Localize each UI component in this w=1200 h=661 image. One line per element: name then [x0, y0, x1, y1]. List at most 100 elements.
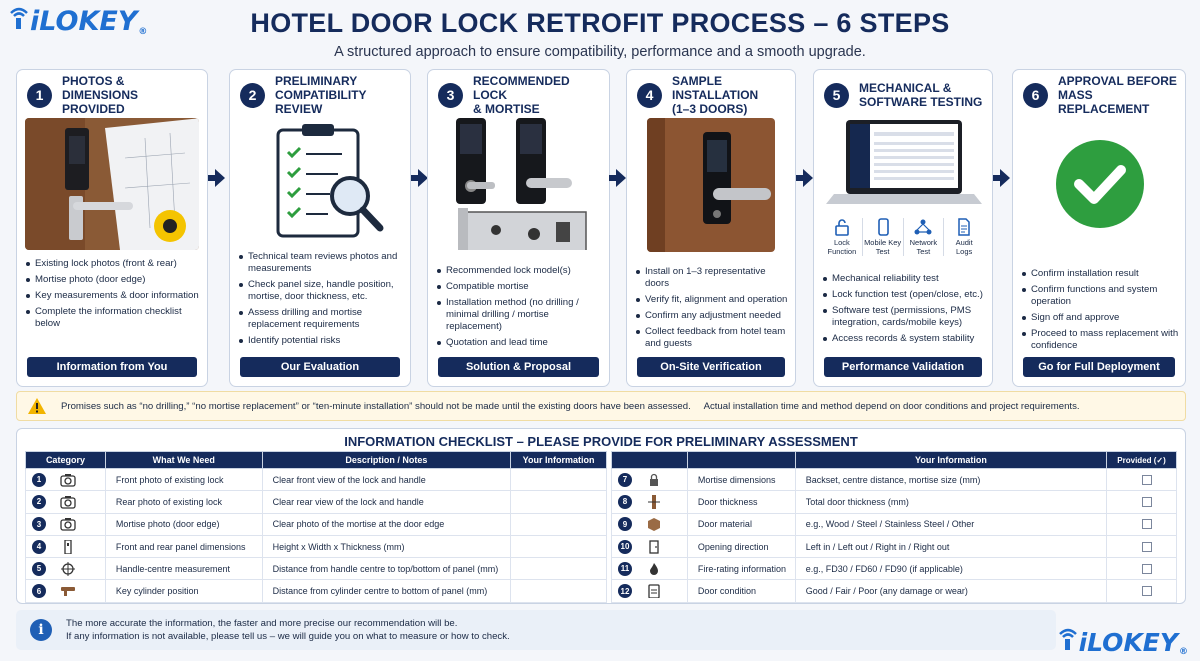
info-line-1: The more accurate the information, the f…: [66, 618, 458, 629]
wifi-wave-icon: [8, 4, 30, 37]
step-button-deployment[interactable]: Go for Full Deployment: [1023, 357, 1175, 377]
step-bullets: Mechanical reliability test Lock functio…: [822, 273, 986, 349]
arrow-right-icon: [796, 169, 813, 187]
your-information-field[interactable]: [510, 557, 607, 581]
clipboard-magnifier-icon: [238, 118, 402, 250]
provided-checkbox[interactable]: [1141, 541, 1152, 552]
info-line-2: If any information is not available, ple…: [66, 631, 510, 642]
provided-checkbox[interactable]: [1141, 519, 1152, 530]
your-information-field[interactable]: [510, 534, 607, 559]
step-number: 1: [27, 82, 52, 108]
provided-checkbox[interactable]: [1141, 586, 1152, 597]
step-button-information[interactable]: Information from You: [27, 357, 197, 377]
arrow-right-icon: [993, 169, 1010, 187]
step-bullets: Confirm installation result Confirm func…: [1021, 268, 1179, 356]
information-checklist: INFORMATION CHECKLIST – PLEASE PROVIDE F…: [16, 428, 1186, 604]
step-bullets: Install on 1–3 representative doors Veri…: [635, 266, 789, 354]
crosshair-icon: [61, 561, 75, 576]
installed-lock-photo-image: [647, 118, 775, 252]
brand-logo-text: iLOKEY: [1078, 628, 1178, 657]
step-number: 2: [240, 82, 265, 108]
document-icon: [958, 218, 970, 236]
step-button-evaluation[interactable]: Our Evaluation: [240, 357, 400, 377]
provided-checkbox[interactable]: [1141, 563, 1152, 574]
brand-logo-top: iLOKEY®: [8, 4, 147, 37]
step-title: RECOMMENDED LOCK& MORTISE: [473, 74, 570, 116]
table-row: 3 Mortise photo (door edge)Clear photo o…: [25, 512, 607, 536]
step-button-verification[interactable]: On-Site Verification: [637, 357, 785, 377]
panel-icon: [64, 539, 72, 554]
camera-icon: [60, 518, 76, 531]
provided-checkbox-cell: [1106, 512, 1177, 536]
lock-icon: [835, 219, 849, 236]
provided-checkbox-cell: [1106, 534, 1177, 559]
step-number: 5: [824, 82, 849, 108]
brand-logo-text: iLOKEY: [30, 6, 138, 37]
step-button-performance[interactable]: Performance Validation: [824, 357, 982, 377]
step-title: MECHANICAL &SOFTWARE TESTING: [859, 81, 983, 109]
arrow-right-icon: [411, 169, 428, 187]
step-number: 6: [1023, 82, 1048, 108]
provided-checkbox-cell: [1106, 467, 1177, 492]
lock-photo-image: [25, 118, 199, 250]
provided-checkbox-cell: [1106, 579, 1177, 603]
provided-checkbox[interactable]: [1141, 496, 1152, 507]
material-icon: [648, 518, 660, 532]
your-information-field[interactable]: [510, 490, 607, 514]
checklist-table-left: Category What We Need Description / Note…: [25, 451, 607, 603]
your-information-field[interactable]: [510, 579, 607, 603]
step-bullets: Recommended lock model(s) Compatible mor…: [436, 265, 603, 353]
step-card-4: 4 SAMPLE INSTALLATION(1–3 DOORS) Install…: [626, 69, 796, 387]
step-button-solution[interactable]: Solution & Proposal: [438, 357, 599, 377]
step-bullets: Existing lock photos (front & rear) Mort…: [25, 258, 201, 334]
your-information-field[interactable]: [510, 467, 607, 492]
door-icon: [649, 539, 659, 554]
step-bullets: Technical team reviews photos and measur…: [238, 251, 404, 351]
network-icon: [914, 219, 932, 235]
page-title: HOTEL DOOR LOCK RETROFIT PROCESS – 6 STE…: [250, 8, 950, 38]
door-thickness-icon: [648, 494, 660, 509]
wifi-wave-icon: [1057, 625, 1079, 657]
page-subtitle: A structured approach to ensure compatib…: [334, 44, 866, 60]
key-icon: [61, 587, 75, 597]
fire-icon: [650, 562, 658, 575]
your-information-field[interactable]: [510, 512, 607, 536]
info-icon: i: [30, 619, 52, 641]
warning-icon: [28, 398, 46, 414]
camera-icon: [60, 473, 76, 487]
step-number: 3: [438, 82, 463, 108]
step-title: SAMPLE INSTALLATION(1–3 DOORS): [672, 74, 759, 116]
warning-notice: Promises such as “no drilling,” “no mort…: [16, 391, 1186, 421]
arrow-right-icon: [609, 169, 626, 187]
notice-text: Promises such as “no drilling,” “no mort…: [61, 400, 1080, 412]
clipboard-icon: [648, 584, 660, 599]
info-footer: i The more accurate the information, the…: [16, 610, 1056, 650]
arrow-right-icon: [208, 169, 225, 187]
brand-logo-bottom: iLOKEY®: [1057, 625, 1188, 657]
provided-checkbox-cell: [1106, 557, 1177, 581]
camera-icon: [60, 495, 76, 509]
laptop-software-image: [822, 118, 984, 208]
provided-checkbox-cell: [1106, 490, 1177, 514]
step-card-3: 3 RECOMMENDED LOCK& MORTISE Recommended …: [427, 69, 610, 387]
provided-checkbox[interactable]: [1141, 474, 1152, 485]
